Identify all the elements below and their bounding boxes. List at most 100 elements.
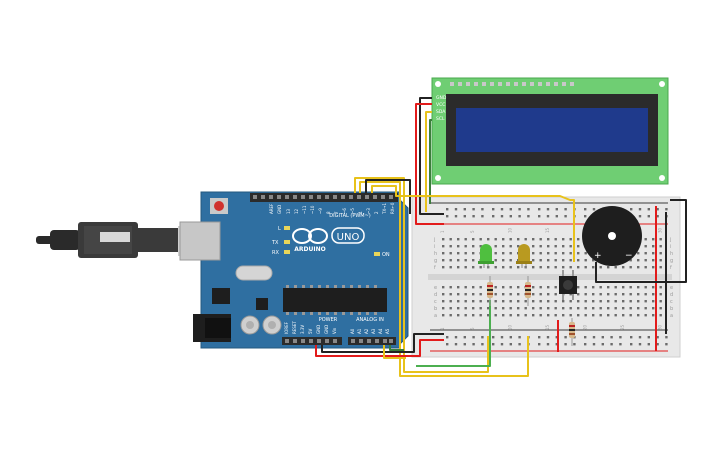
row-label: h — [670, 251, 673, 257]
lcd-sda-wire[interactable] — [425, 111, 432, 212]
row-label: c — [670, 299, 673, 305]
power-label: POWER — [319, 317, 338, 323]
lcd-pin-label: GND — [436, 95, 447, 101]
buzzer-gnd-wire[interactable] — [595, 199, 687, 283]
buzzer-minus-label: − — [625, 251, 633, 261]
column-number: 15 — [545, 324, 550, 330]
yellow-led[interactable] — [516, 244, 532, 268]
digital-pin-label: TX→1 — [382, 202, 387, 215]
button-signal-wire[interactable] — [371, 185, 575, 262]
model-text: UNO — [337, 232, 360, 243]
buzzer-plus-label: + — [594, 251, 602, 261]
piezo-buzzer[interactable]: + − — [582, 206, 642, 266]
power-5v-wire[interactable] — [315, 339, 444, 357]
lcd-pin-label: SCL — [436, 116, 445, 122]
row-label: j — [669, 237, 671, 243]
column-number: 1 — [440, 327, 445, 330]
usb-port — [179, 221, 221, 261]
analog-pin-label: A3 — [371, 328, 376, 334]
analog-pin-label: A4 — [378, 328, 383, 334]
row-label: i — [670, 244, 671, 250]
digital-pin-label: 2 — [374, 211, 379, 214]
resistor-3[interactable] — [569, 318, 575, 346]
analog-pin-label: A0 — [350, 328, 355, 334]
column-number: 15 — [545, 227, 550, 233]
led-yellow-signal-wire[interactable] — [354, 177, 489, 373]
power-pin-label: 5V — [308, 328, 313, 334]
brand-text: ARDUINO — [294, 246, 325, 253]
analog-a4-wire[interactable] — [383, 345, 406, 359]
breadboard[interactable] — [411, 196, 681, 358]
push-button[interactable] — [559, 270, 577, 300]
column-number: 10 — [508, 227, 513, 233]
power-pin-label: Vin — [332, 327, 337, 334]
row-label: j — [433, 237, 435, 243]
tx-label: TX — [271, 240, 279, 246]
lcd-screen — [456, 108, 648, 152]
row-label: d — [670, 292, 673, 298]
led2-signal-wire[interactable] — [359, 181, 529, 377]
digital-pin-label: ~3 — [366, 208, 371, 214]
gnd-label: GND — [277, 205, 282, 214]
arduino-uno-board[interactable]: DIGITAL (PWM~) ARDUINO UNO L TX RX ON — [179, 191, 409, 349]
analog-pin-label: A2 — [364, 328, 369, 334]
analog-a5-wire[interactable] — [389, 345, 404, 351]
column-number: 1 — [440, 230, 445, 233]
analog-header — [348, 337, 396, 345]
aref-label: AREF — [269, 203, 274, 214]
green-led[interactable] — [478, 244, 494, 268]
power-pin-label: IOREF — [284, 321, 289, 334]
crystal — [235, 265, 273, 281]
lcd-16x2-display[interactable] — [431, 77, 669, 185]
column-number: 10 — [508, 324, 513, 330]
column-number: 30 — [658, 324, 663, 330]
analog-pin-label: A5 — [385, 328, 390, 334]
lcd-scl-wire[interactable] — [429, 119, 432, 204]
green-led-wire[interactable] — [416, 300, 491, 367]
digital-pin-label: ~9 — [318, 208, 323, 214]
digital-pin-label: ~5 — [350, 208, 355, 214]
row-label: a — [434, 313, 437, 319]
digital-pin-label: ~10 — [310, 205, 315, 214]
row-label: h — [434, 251, 437, 257]
analog-label: ANALOG IN — [356, 317, 384, 323]
digital-pin-label: 12 — [294, 208, 299, 214]
on-label: ON — [382, 252, 390, 258]
digital-pin-label: 13 — [286, 208, 291, 214]
column-number: 20 — [583, 324, 588, 330]
column-number: 30 — [658, 227, 663, 233]
power-pin-label: RESET — [292, 321, 297, 334]
lcd-pin-label: SDA — [436, 109, 446, 115]
row-label: c — [434, 299, 437, 305]
digital-label: DIGITAL (PWM~) — [329, 213, 371, 219]
row-label: b — [670, 306, 673, 312]
resistor-2[interactable] — [525, 276, 531, 306]
power-pin-label: GND — [316, 325, 321, 334]
digital-header — [250, 193, 398, 202]
row-label: f — [670, 265, 672, 271]
row-label: g — [434, 258, 437, 264]
digital-pin-label: ~11 — [302, 205, 307, 214]
digital-pin-label: RX←0 — [390, 202, 395, 214]
atmega-chip — [283, 288, 387, 312]
rx-label: RX — [272, 250, 279, 256]
center-channel — [428, 274, 672, 280]
wires — [315, 97, 687, 377]
arduino-logo: ARDUINO UNO — [292, 227, 365, 253]
lcd-vcc-wire[interactable] — [415, 103, 444, 225]
column-number: 5 — [470, 230, 475, 233]
power-pin-label: 3.3V — [300, 325, 305, 334]
lcd-pin-label: VCC — [436, 102, 445, 108]
power-gnd-wire[interactable] — [321, 333, 444, 353]
lcd-gnd-wire[interactable] — [419, 97, 444, 215]
row-label: d — [434, 292, 437, 298]
resistor-1[interactable] — [487, 276, 493, 306]
column-number: 25 — [620, 324, 625, 330]
